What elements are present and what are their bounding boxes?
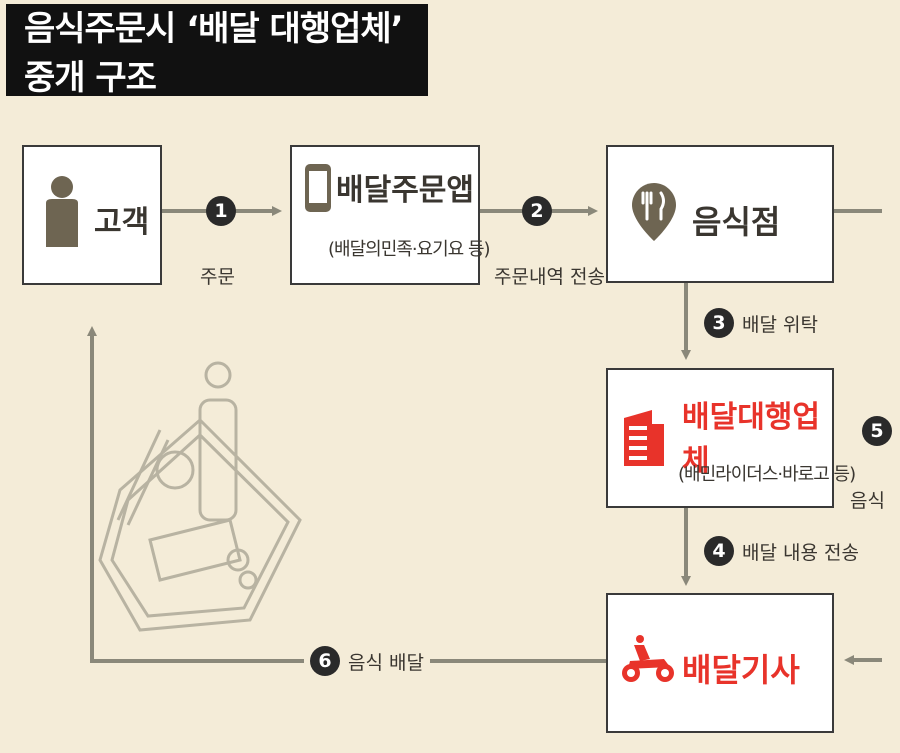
step-1-number: 1 — [206, 196, 236, 226]
step-3-number: 3 — [704, 308, 734, 338]
diagram-title: 음식주문시 ‘배달 대행업체’ 중개 구조 — [6, 4, 428, 98]
step-6-marker: 6 음식 배달 — [304, 646, 430, 676]
person-icon — [46, 176, 78, 247]
rider-label: 배달기사 — [682, 651, 800, 689]
step-2-number: 2 — [522, 196, 552, 226]
step-6-caption: 음식 배달 — [348, 651, 424, 674]
step-4-marker: 4 배달 내용 전송 — [704, 536, 859, 566]
step-4-caption: 배달 내용 전송 — [742, 541, 859, 564]
app-label: 배달주문앱 — [336, 173, 474, 208]
step-1-marker: 1 — [206, 196, 244, 226]
step-6-number: 6 — [310, 646, 340, 676]
building-icon — [624, 410, 664, 466]
step-5-marker: 5 — [862, 416, 900, 446]
agency-sublabel: (배민라이더스·바로고 등) — [678, 464, 856, 485]
fork-knife-pin-icon — [632, 183, 676, 241]
smartphone-icon — [305, 164, 331, 212]
step-5-caption: 음식 — [850, 490, 885, 512]
step-5-number: 5 — [862, 416, 892, 446]
step-2-caption: 주문내역 전송 — [494, 266, 605, 288]
restaurant-label: 음식점 — [692, 203, 781, 241]
step-3-caption: 배달 위탁 — [742, 313, 818, 336]
step-3-marker: 3 배달 위탁 — [704, 308, 818, 338]
app-sublabel: (배달의민족·요기요 등) — [328, 239, 491, 260]
motorcycle-icon — [622, 635, 674, 682]
food-tray-illustration — [98, 361, 302, 632]
step-1-caption: 주문 — [200, 266, 235, 288]
step-4-number: 4 — [704, 536, 734, 566]
agency-label: 배달대행업체 — [682, 400, 820, 479]
app-box: 배달주문앱 (배달의민족·요기요 등) — [290, 145, 491, 285]
step-2-marker: 2 — [522, 196, 560, 226]
rider-box: 배달기사 — [606, 593, 834, 733]
agency-box: 배달대행업체 (배민라이더스·바로고 등) — [606, 368, 856, 508]
restaurant-box: 음식점 — [606, 145, 834, 283]
customer-label: 고객 — [94, 205, 150, 240]
customer-box: 고객 — [22, 145, 162, 285]
arrow-rider-to-customer — [87, 326, 606, 663]
